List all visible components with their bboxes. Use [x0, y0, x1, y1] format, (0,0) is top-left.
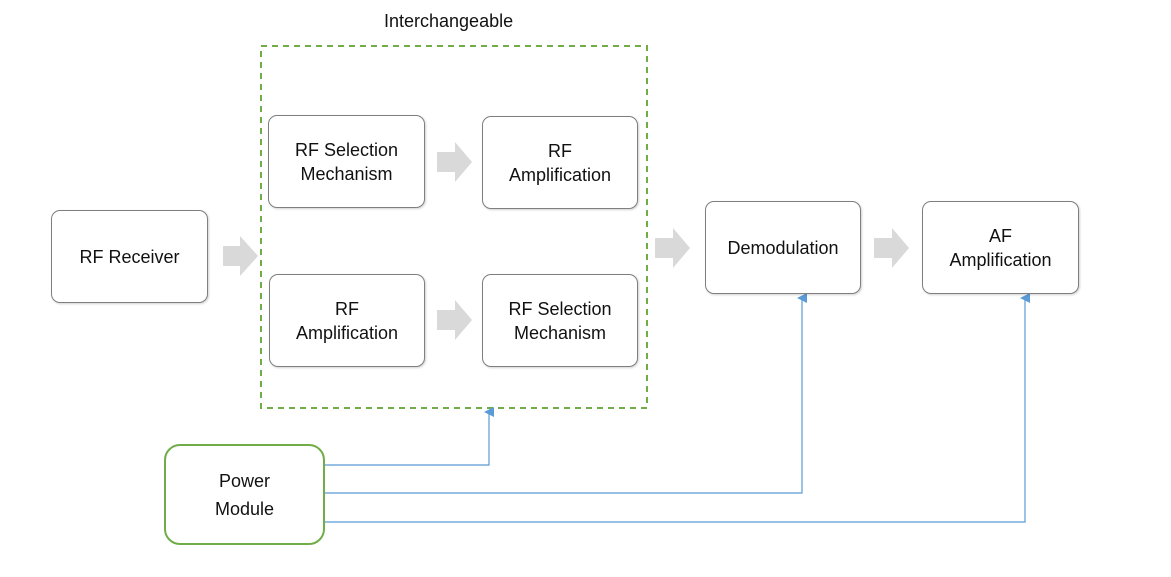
power-module-block: Power Module — [164, 444, 325, 545]
rf-amplification-block-top: RF Amplification — [482, 116, 638, 209]
rf-amplification-label-top: RF Amplification — [508, 140, 612, 185]
power-line-to-demodulation — [325, 293, 807, 494]
power-line-to-group — [325, 407, 494, 466]
rf-selection-mechanism-block-top: RF Selection Mechanism — [268, 115, 425, 208]
flow-arrow-icon — [437, 300, 472, 340]
rf-amplification-label-bottom: RF Amplification — [295, 298, 399, 343]
rf-receiver-block: RF Receiver — [51, 210, 208, 303]
rf-selection-mechanism-label-top: RF Selection Mechanism — [294, 139, 399, 184]
rf-receiver-label: RF Receiver — [79, 246, 180, 267]
interchangeable-group-border — [260, 45, 648, 409]
rf-selection-mechanism-block-bottom: RF Selection Mechanism — [482, 274, 638, 367]
flow-arrow-icon — [437, 142, 472, 182]
flow-arrow-icon — [874, 228, 909, 268]
interchangeable-label: Interchangeable — [384, 11, 514, 31]
rf-amplification-block-bottom: RF Amplification — [269, 274, 425, 367]
af-amplification-label: AF Amplification — [949, 225, 1052, 270]
flow-arrow-icon — [223, 236, 258, 276]
af-amplification-block: AF Amplification — [922, 201, 1079, 294]
rf-selection-mechanism-label-bottom: RF Selection Mechanism — [508, 298, 612, 343]
power-module-label: Power Module — [214, 470, 275, 519]
flow-arrow-icon — [655, 228, 690, 268]
demodulation-label: Demodulation — [727, 237, 839, 258]
power-line-to-af-amplification — [325, 293, 1030, 523]
demodulation-block: Demodulation — [705, 201, 861, 294]
